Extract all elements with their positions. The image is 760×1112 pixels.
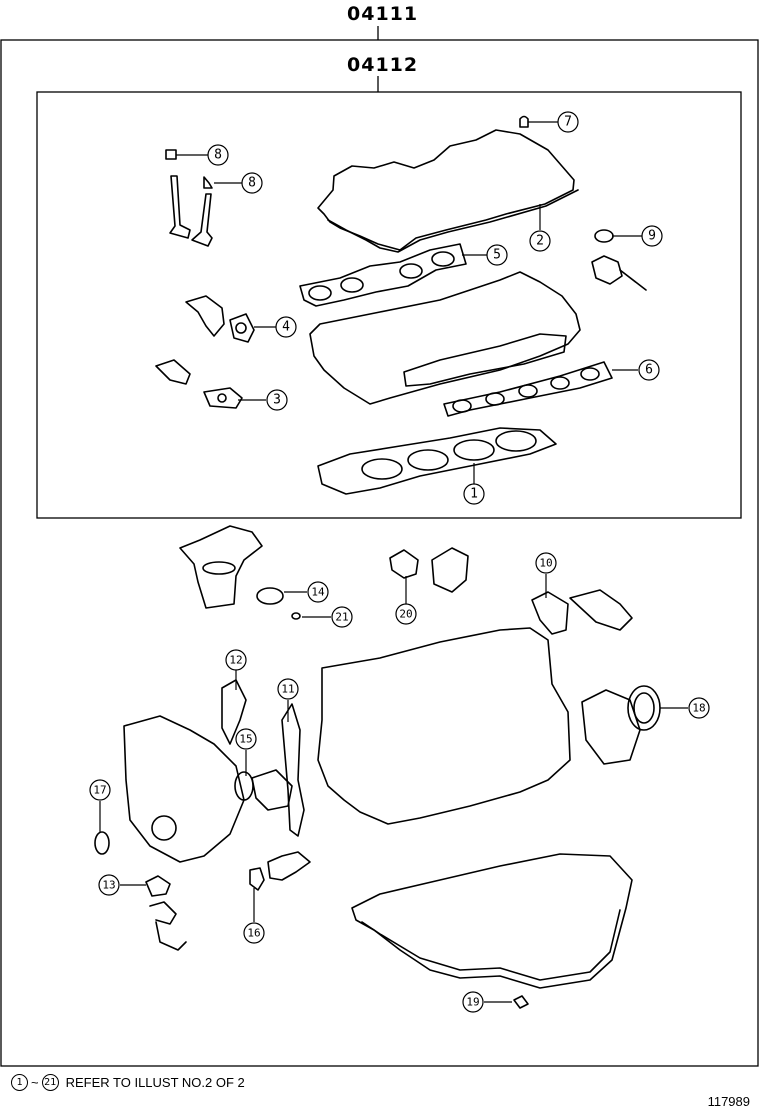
- illustration-number: 117989: [707, 1094, 750, 1109]
- cylinder-head-gasket: [317, 427, 557, 495]
- exhaust-manifold-gasket: [403, 333, 613, 417]
- timing-chain-cover: [94, 679, 305, 863]
- callout-20: 20: [395, 603, 417, 625]
- callout-16: 16: [243, 922, 265, 944]
- svg-text:13: 13: [102, 879, 115, 892]
- callout-1: 1: [463, 483, 485, 505]
- oil-strainer: [145, 851, 311, 951]
- callout-8a: 8: [207, 144, 229, 166]
- svg-text:4: 4: [282, 320, 290, 335]
- cylinder-head-cover-gasket: [317, 115, 579, 253]
- svg-text:3: 3: [273, 393, 281, 408]
- water-outlet-assembly: [155, 295, 255, 409]
- callout-19: 19: [462, 991, 484, 1013]
- callout-4: 4: [275, 316, 297, 338]
- callout-3: 3: [266, 389, 288, 411]
- svg-text:20: 20: [399, 608, 412, 621]
- inner-kit-part-number: 04112: [347, 54, 419, 76]
- footnote-text: REFER TO ILLUST NO.2 OF 2: [65, 1075, 245, 1090]
- reference-footnote: 1 ~ 21 REFER TO ILLUST NO.2 OF 2: [11, 1074, 245, 1091]
- callout-14: 14: [307, 581, 329, 603]
- callout-15: 15: [235, 728, 257, 750]
- svg-text:8: 8: [214, 148, 222, 163]
- svg-text:2: 2: [536, 234, 544, 249]
- oil-pan: [351, 853, 633, 1009]
- intake-manifold-gasket: [299, 243, 467, 307]
- water-pump-group: [179, 525, 633, 635]
- svg-text:16: 16: [247, 927, 260, 940]
- callout-leaders: [99, 121, 688, 1003]
- svg-text:15: 15: [239, 733, 252, 746]
- svg-text:19: 19: [466, 996, 479, 1009]
- callout-10: 10: [535, 552, 557, 574]
- footnote-range-end: 21: [41, 1074, 59, 1091]
- callout-5: 5: [486, 244, 508, 266]
- callout-7: 7: [557, 111, 579, 133]
- outer-kit-frame: [0, 39, 759, 1067]
- svg-text:7: 7: [564, 115, 572, 130]
- svg-text:12: 12: [229, 654, 242, 667]
- svg-text:11: 11: [281, 683, 294, 696]
- svg-text:5: 5: [493, 248, 501, 263]
- svg-text:21: 21: [335, 611, 348, 624]
- callout-18: 18: [688, 697, 710, 719]
- svg-text:14: 14: [311, 586, 325, 599]
- valve-assembly: [165, 149, 213, 247]
- cylinder-head: [309, 271, 581, 405]
- svg-text:1: 1: [470, 487, 478, 502]
- callout-17: 17: [89, 779, 111, 801]
- footnote-range-start: 1: [11, 1074, 28, 1091]
- svg-text:17: 17: [93, 784, 106, 797]
- footnote-range-separator: ~: [31, 1075, 39, 1090]
- callout-11: 11: [277, 678, 299, 700]
- callout-6: 6: [638, 359, 660, 381]
- cylinder-block: [317, 627, 571, 825]
- callout-9: 9: [641, 225, 663, 247]
- oil-seal-9: [591, 229, 647, 291]
- rear-oil-seal-retainer: [581, 685, 661, 765]
- svg-text:8: 8: [248, 176, 256, 191]
- inner-kit-frame: [36, 91, 742, 519]
- svg-text:6: 6: [645, 363, 653, 378]
- callout-2: 2: [529, 230, 551, 252]
- callout-13: 13: [98, 874, 120, 896]
- svg-text:9: 9: [648, 229, 656, 244]
- callout-12: 12: [225, 649, 247, 671]
- callout-8b: 8: [241, 172, 263, 194]
- svg-text:10: 10: [539, 557, 552, 570]
- outer-kit-part-number: 04111: [347, 3, 419, 25]
- callout-21: 21: [331, 606, 353, 628]
- svg-text:18: 18: [692, 702, 705, 715]
